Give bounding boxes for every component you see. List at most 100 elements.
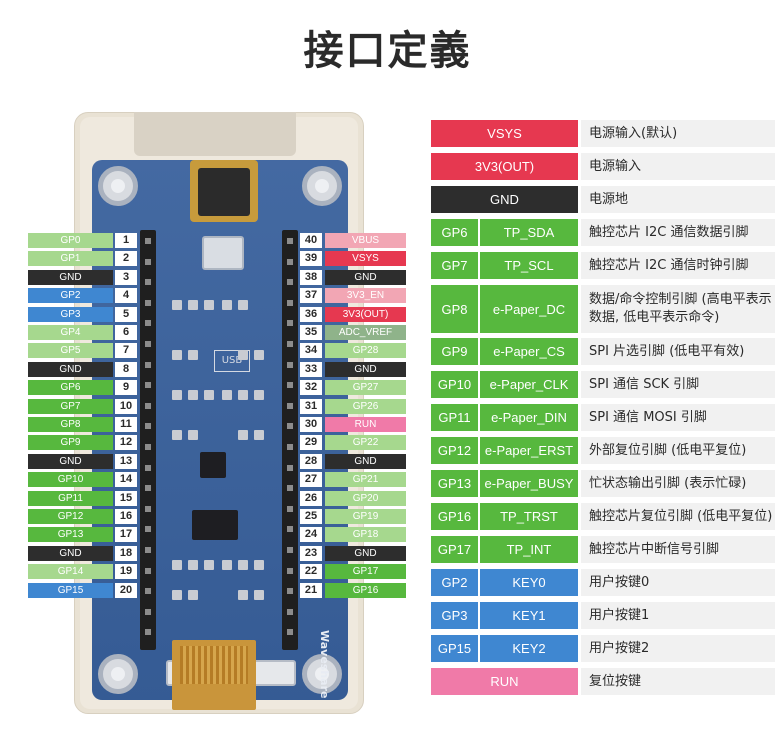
smd-pad xyxy=(238,430,248,440)
header-pin xyxy=(145,505,151,512)
pin-name: GND xyxy=(325,361,406,377)
pin-number: 40 xyxy=(300,233,322,248)
header-pin xyxy=(145,238,151,244)
table-pin-cell: GP13 xyxy=(431,470,478,497)
header-pin xyxy=(145,629,151,636)
table-function-cell: KEY1 xyxy=(480,602,578,629)
header-pin xyxy=(145,320,151,327)
pin-number: 9 xyxy=(115,380,137,396)
table-description-cell: 复位按键 xyxy=(581,668,775,695)
pin-name: GND xyxy=(28,269,113,285)
pin-number: 32 xyxy=(300,380,322,396)
header-pin xyxy=(287,382,293,389)
ic-chip xyxy=(192,510,238,540)
smd-pad xyxy=(188,300,198,310)
table-function-cell: e-Paper_CS xyxy=(480,338,578,365)
pin-name: GP13 xyxy=(28,527,113,543)
pin-number: 10 xyxy=(115,398,137,414)
table-function-cell: e-Paper_BUSY xyxy=(480,470,578,497)
pin-number: 39 xyxy=(300,251,322,267)
table-description-cell: 用户按键1 xyxy=(581,602,775,629)
smd-pad xyxy=(238,350,248,360)
epaper-fpc-cable xyxy=(172,640,256,710)
header-pin xyxy=(287,444,293,450)
pin-name: ADC_VREF xyxy=(325,325,406,340)
table-pin-cell: VSYS xyxy=(431,120,578,147)
table-pin-cell: GP6 xyxy=(431,219,478,246)
pin-number: 19 xyxy=(115,564,137,580)
usb-connector xyxy=(202,236,244,270)
pin-number: 13 xyxy=(115,453,137,469)
mount-hole-top-right xyxy=(302,166,342,206)
pin-number: 22 xyxy=(300,564,322,580)
pin-name: GP19 xyxy=(325,509,406,524)
table-function-cell: KEY2 xyxy=(480,635,578,662)
header-pin xyxy=(287,588,293,595)
pin-name: GP16 xyxy=(325,582,406,598)
pin-name: GP4 xyxy=(28,325,113,340)
pin-number: 26 xyxy=(300,490,322,506)
header-pin xyxy=(145,299,151,306)
smd-pad xyxy=(204,390,214,400)
pin-name: GP26 xyxy=(325,398,406,414)
table-description-cell: 用户按键2 xyxy=(581,635,775,662)
pin-name: GP5 xyxy=(28,343,113,359)
pin-name: GP9 xyxy=(28,435,113,451)
header-pin xyxy=(145,279,151,286)
smd-pad xyxy=(238,390,248,400)
pin-name: GP6 xyxy=(28,380,113,396)
table-description-cell: 外部复位引脚 (低电平复位) xyxy=(581,437,775,464)
table-pin-cell: GND xyxy=(431,186,578,213)
pin-name: GP7 xyxy=(28,398,113,414)
table-description-cell: 用户按键0 xyxy=(581,569,775,596)
pin-number: 29 xyxy=(300,435,322,451)
smd-pad xyxy=(238,560,248,570)
pin-name: VBUS xyxy=(325,233,406,248)
smd-pad xyxy=(222,300,232,310)
pin-number: 24 xyxy=(300,527,322,543)
pin-name: GP28 xyxy=(325,343,406,359)
ic-chip xyxy=(200,452,226,478)
smd-pad xyxy=(172,560,182,570)
table-pin-cell: GP9 xyxy=(431,338,478,365)
pin-name: GND xyxy=(28,453,113,469)
table-description-cell: 电源输入 xyxy=(581,153,775,180)
table-description-cell: 数据/命令控制引脚 (高电平表示数据, 低电平表示命令) xyxy=(581,285,775,333)
smd-pad xyxy=(188,390,198,400)
lcd-top-edge xyxy=(134,112,296,156)
table-function-cell: TP_INT xyxy=(480,536,578,563)
table-pin-cell: GP17 xyxy=(431,536,478,563)
pin-number: 14 xyxy=(115,472,137,488)
pin-name: GND xyxy=(28,361,113,377)
pin-number: 16 xyxy=(115,509,137,524)
header-pin xyxy=(287,279,293,286)
header-pin xyxy=(287,464,293,471)
pin-name: GP2 xyxy=(28,288,113,304)
waveshare-logo: Waveshare xyxy=(318,630,331,699)
pin-name: 3V3(OUT) xyxy=(325,306,406,322)
header-pin xyxy=(145,588,151,595)
header-pin xyxy=(287,526,293,533)
pin-number: 30 xyxy=(300,417,322,432)
pin-number: 37 xyxy=(300,288,322,304)
